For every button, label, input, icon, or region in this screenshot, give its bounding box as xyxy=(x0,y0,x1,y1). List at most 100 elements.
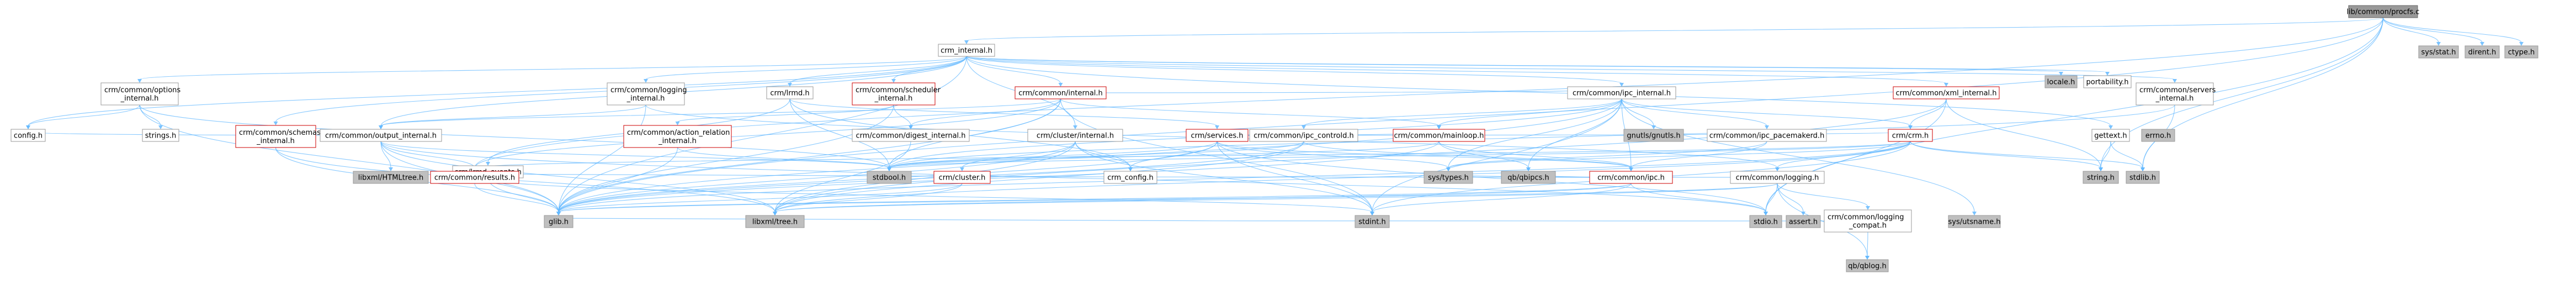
node-label: _internal.h xyxy=(626,94,665,103)
edge-arrowhead xyxy=(1866,206,1870,210)
dependency-edge-ipc_internal-to-gnutls xyxy=(1621,98,1654,127)
edge-arrowhead xyxy=(1619,83,1624,87)
node-qblog: qb/qblog.h xyxy=(1846,259,1889,272)
node-box xyxy=(2083,171,2119,184)
node-stdbool: stdbool.h xyxy=(867,171,912,184)
dependency-edge-crm-to-glib xyxy=(558,141,1911,213)
edge-arrowhead xyxy=(1775,167,1780,171)
node-label: crm/common/results.h xyxy=(434,174,515,182)
dependency-edge-output_internal-to-results xyxy=(380,141,475,169)
dependency-edge-results-to-glib xyxy=(474,183,559,213)
node-libxml_htmltree: libxml/HTMLtree.h xyxy=(353,171,429,184)
node-box xyxy=(10,129,46,142)
node-cluster_internal[interactable]: crm/cluster/internal.h xyxy=(1027,129,1123,142)
dependency-edge-crm_internal-to-portability xyxy=(966,56,2108,73)
dependency-edge-logging_compat-to-qblog xyxy=(1867,231,1868,257)
dependency-edge-procfs-to-stdio xyxy=(1765,17,2384,213)
node-config[interactable]: config.h xyxy=(10,129,46,142)
node-box xyxy=(623,125,732,148)
dependency-edge-lrmd_events-to-glib xyxy=(487,177,559,213)
dependency-edge-lrmd-to-stdbool xyxy=(789,98,890,169)
node-label: stdint.h xyxy=(1358,218,1385,227)
node-label: crm/common/xml_internal.h xyxy=(1895,90,1996,98)
node-errno: errno.h xyxy=(2141,129,2175,142)
node-box xyxy=(1027,129,1123,142)
node-box xyxy=(607,82,685,106)
node-label: gnutls/gnutls.h xyxy=(1627,132,1680,140)
node-box xyxy=(353,171,429,184)
node-options_internal[interactable]: crm/common/options_internal.h xyxy=(100,82,180,106)
node-internal[interactable]: crm/common/internal.h xyxy=(1015,86,1107,99)
dependency-edge-lrmd-to-services xyxy=(789,98,1218,127)
dependency-edge-scheduler_internal-to-digest_internal xyxy=(893,104,911,127)
node-label: glib.h xyxy=(549,218,569,227)
node-servers_internal[interactable]: crm/common/servers_internal.h xyxy=(2136,82,2216,106)
edge-arrowhead xyxy=(2480,42,2484,46)
dependency-edge-cluster-to-glib xyxy=(558,183,963,213)
node-crm[interactable]: crm/crm.h xyxy=(1888,129,1933,142)
edges-layer xyxy=(26,17,2524,260)
node-label: _internal.h xyxy=(2155,94,2194,103)
node-logging[interactable]: crm/common/logging.h xyxy=(1730,171,1825,184)
node-digest_internal[interactable]: crm/common/digest_internal.h xyxy=(852,129,970,142)
edge-arrowhead xyxy=(1058,83,1063,87)
dependency-edge-procfs-to-sysstat xyxy=(2382,17,2439,43)
node-dirent: dirent.h xyxy=(2465,45,2500,59)
node-box xyxy=(2504,45,2538,59)
node-ipc_controld[interactable]: crm/common/ipc_controld.h xyxy=(1249,129,1358,142)
edge-arrowhead xyxy=(158,125,163,129)
node-mainloop[interactable]: crm/common/mainloop.h xyxy=(1393,129,1485,142)
node-box xyxy=(2418,45,2459,59)
node-results[interactable]: crm/common/results.h xyxy=(430,171,519,184)
node-ipc[interactable]: crm/common/ipc.h xyxy=(1589,171,1673,184)
node-box xyxy=(2091,129,2130,142)
node-ipc_pacemakerd[interactable]: crm/common/ipc_pacemakerd.h xyxy=(1707,129,1827,142)
node-services[interactable]: crm/services.h xyxy=(1186,129,1249,142)
node-logging_internal[interactable]: crm/common/logging_internal.h xyxy=(607,82,687,106)
dependency-edge-internal-to-stdint xyxy=(1060,98,1373,213)
node-portability[interactable]: portability.h xyxy=(2083,75,2132,88)
node-xml_internal[interactable]: crm/common/xml_internal.h xyxy=(1893,86,2000,99)
node-procfs[interactable]: lib/common/procfs.c xyxy=(2347,5,2420,18)
dependency-edge-digest_internal-to-libxml_tree xyxy=(774,141,911,213)
node-assert: assert.h xyxy=(1786,215,1821,228)
dependency-edge-crm-to-stdbool xyxy=(889,141,1911,169)
node-output_internal[interactable]: crm/common/output_internal.h xyxy=(320,129,442,142)
dependency-edge-crm_internal-to-logging_internal xyxy=(645,56,967,80)
dependency-edge-logging-to-glib xyxy=(558,183,1778,213)
dependency-edge-internal-to-mainloop xyxy=(1060,98,1440,127)
node-action_relation[interactable]: crm/common/action_relation_internal.h xyxy=(623,125,732,148)
node-label: _compat.h xyxy=(1849,222,1887,230)
node-box xyxy=(320,129,442,142)
node-label: strings.h xyxy=(145,132,176,140)
dependency-edge-ipc_internal-to-systypes xyxy=(1448,98,1622,169)
node-label: qb/qblog.h xyxy=(1848,262,1887,271)
dependency-edge-ipc-to-stdint xyxy=(1372,183,1632,213)
node-scheduler_internal[interactable]: crm/common/scheduler_internal.h xyxy=(852,82,941,106)
node-label: crm/common/action_relation xyxy=(627,129,730,137)
dependency-edge-gettext-to-stdlib xyxy=(2110,141,2143,169)
node-lrmd[interactable]: crm/lrmd.h xyxy=(766,86,814,99)
node-ipc_internal[interactable]: crm/common/ipc_internal.h xyxy=(1567,86,1676,99)
node-label: crm/common/servers xyxy=(2139,86,2216,94)
dependency-edge-crm-to-systypes xyxy=(1448,141,1911,169)
edge-arrowhead xyxy=(909,125,913,129)
node-box xyxy=(1846,259,1889,272)
dependency-edge-ipc_internal-to-mainloop xyxy=(1438,98,1622,127)
node-crm_internal[interactable]: crm_internal.h xyxy=(938,44,995,57)
node-cluster[interactable]: crm/cluster.h xyxy=(933,171,991,184)
node-label: assert.h xyxy=(1789,218,1818,227)
dependency-edge-ipc_internal-to-stdint xyxy=(1372,98,1622,213)
edge-arrowhead xyxy=(2099,167,2103,171)
edge-arrowhead xyxy=(26,125,30,129)
node-logging_compat[interactable]: crm/common/logging_compat.h xyxy=(1824,209,1912,233)
dependency-edge-ipc_pacemakerd-to-ipc xyxy=(1630,141,1767,169)
node-crm_config[interactable]: crm_config.h xyxy=(1103,171,1157,184)
dependency-edge-logging-to-stdio xyxy=(1765,183,1778,213)
node-label: crm/common/scheduler xyxy=(856,86,941,94)
dependency-edge-crm-to-results xyxy=(474,141,1911,169)
node-gettext[interactable]: gettext.h xyxy=(2091,129,2130,142)
node-strings[interactable]: strings.h xyxy=(142,129,179,142)
node-box xyxy=(867,171,912,184)
node-schemas_internal[interactable]: crm/common/schemas_internal.h xyxy=(235,125,321,148)
